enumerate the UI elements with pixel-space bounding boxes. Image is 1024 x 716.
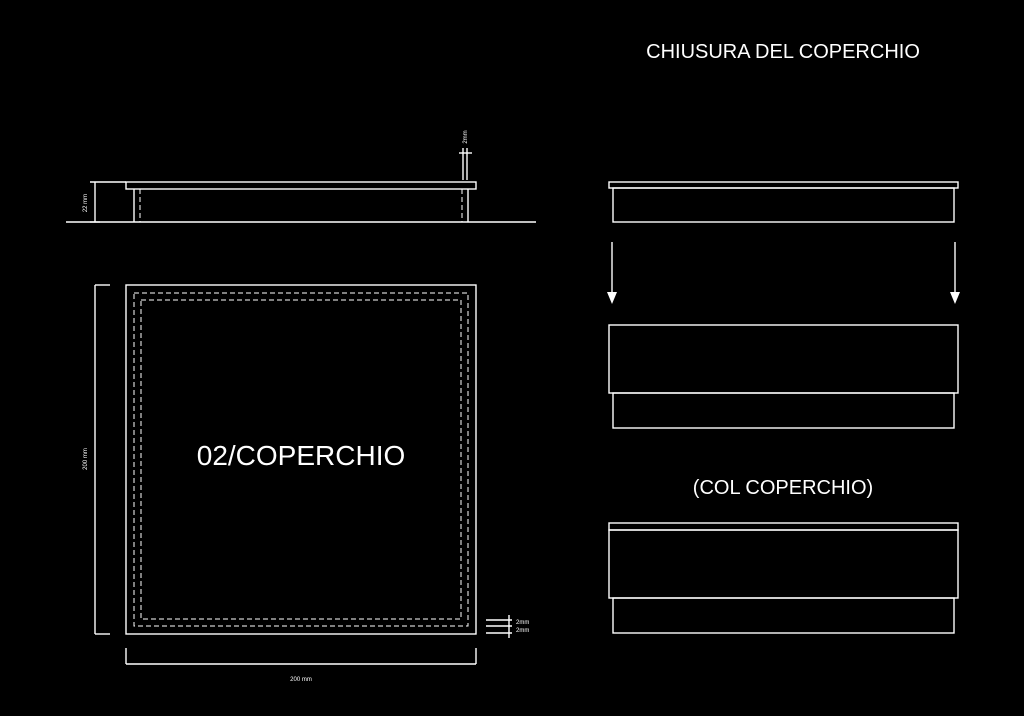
offset-label-2: 2mm — [516, 628, 529, 634]
arrow-left-head — [607, 292, 617, 304]
bottom-dimension: 200 mm — [125, 648, 477, 683]
arrow-right-head — [950, 292, 960, 304]
lip-label: 2mm — [463, 130, 469, 143]
lid-side-view — [66, 181, 536, 223]
down-arrows — [607, 242, 960, 304]
height-label: 22 mm — [83, 194, 89, 212]
side-label: 200 mm — [83, 448, 89, 470]
lid-inner-dashed-2 — [140, 299, 462, 620]
lid-top-view: 02/COPERCHIO — [125, 284, 477, 635]
lid-label: 02/COPERCHIO — [197, 440, 406, 471]
box-body-view — [608, 324, 959, 429]
lid-inner-dashed-1 — [133, 292, 469, 627]
offset-dimensions: 2mm 2mm — [486, 615, 529, 638]
drawing-title: CHIUSURA DEL COPERCHIO — [646, 41, 920, 63]
height-dimension: 22 mm — [83, 181, 126, 223]
closed-label: (COL COPERCHIO) — [693, 477, 873, 499]
lid-outline — [125, 284, 477, 635]
lip-dimension: 2mm — [459, 130, 472, 180]
lid-open-view — [608, 181, 959, 223]
side-dimension: 200 mm — [83, 284, 110, 635]
lid-top-plate — [125, 181, 477, 190]
offset-label-1: 2mm — [516, 620, 529, 626]
bottom-label: 200 mm — [290, 677, 312, 683]
closed-box-view — [608, 522, 959, 634]
